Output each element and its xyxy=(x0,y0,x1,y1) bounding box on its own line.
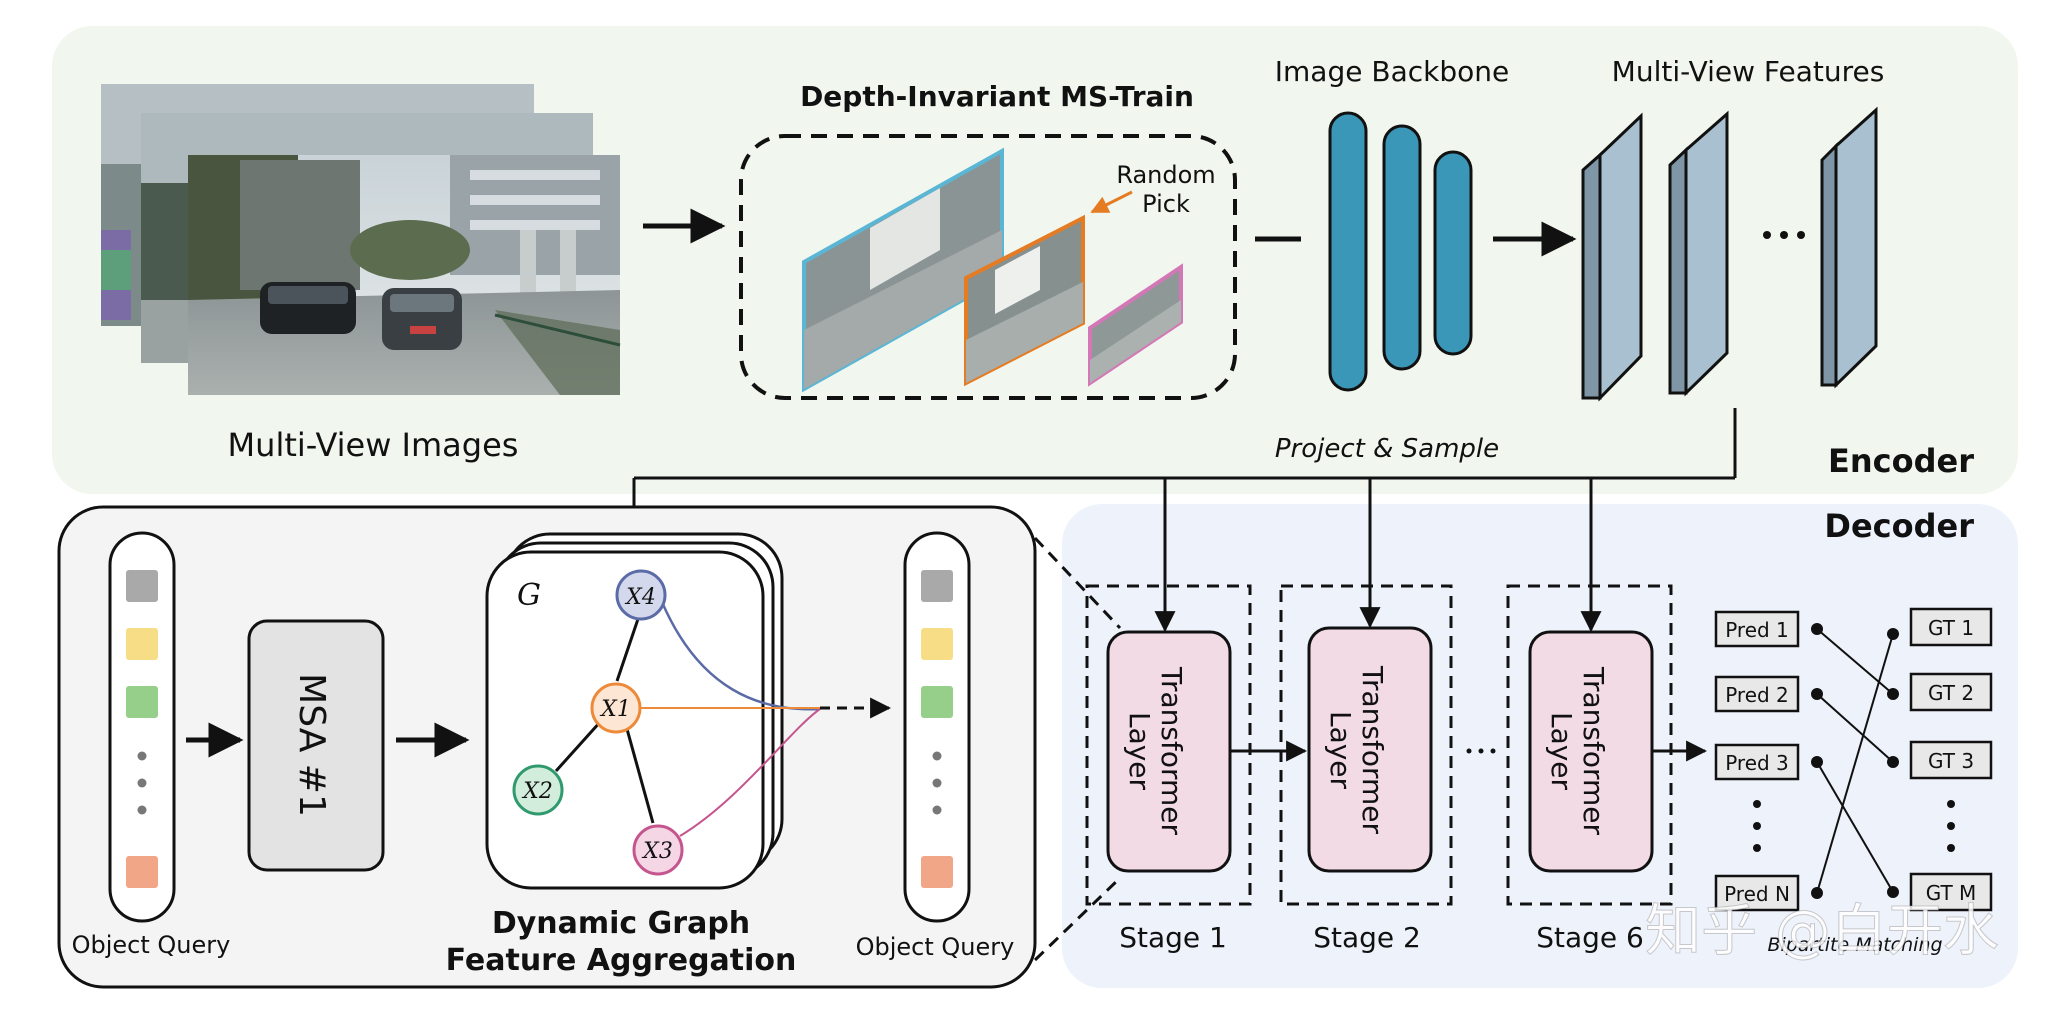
stage-1-label: Stage 1 xyxy=(1119,921,1227,954)
object-query-right xyxy=(903,531,971,923)
svg-text:X1: X1 xyxy=(599,697,631,722)
multi-view-images-label: Multi-View Images xyxy=(228,426,519,464)
project-sample-label: Project & Sample xyxy=(1275,434,1499,464)
pred-box-n: Pred N xyxy=(1714,874,1800,912)
random-pick-label-line1: Random xyxy=(1116,161,1215,189)
gt-box-1: GT 1 xyxy=(1909,607,1993,647)
stage-2-label: Stage 2 xyxy=(1313,921,1421,954)
decoder-panel: Decoder Transformer Layer Transformer La… xyxy=(1062,504,2018,988)
svg-text:Layer: Layer xyxy=(1324,711,1357,790)
msa-block: MSA #1 xyxy=(247,619,385,872)
ms-train-box xyxy=(739,134,1237,400)
graph-node-x1: X1 xyxy=(590,682,642,734)
multi-view-features-label: Multi-View Features xyxy=(1612,55,1885,88)
ms-train-title: Depth-Invariant MS-Train xyxy=(800,80,1194,113)
transformer-layer-1: Transformer Layer xyxy=(1106,630,1232,873)
transformer-layer-2: Transformer Layer xyxy=(1307,626,1433,873)
svg-text:Pred 3: Pred 3 xyxy=(1725,751,1789,775)
svg-text:X2: X2 xyxy=(521,779,553,804)
svg-text:GT 1: GT 1 xyxy=(1928,616,1974,640)
stage-6-label: Stage 6 xyxy=(1536,921,1644,954)
bipartite-matching-label: Bipartite Matching xyxy=(1767,934,1942,956)
bipartite-matching: Pred 1 Pred 2 Pred 3 Pred N GT 1 GT 2 xyxy=(1714,607,1993,956)
svg-text:Transformer: Transformer xyxy=(1577,666,1610,836)
watermark: 知乎 @白开水 xyxy=(1645,899,1999,964)
svg-text:GT M: GT M xyxy=(1926,881,1977,905)
svg-text:Transformer: Transformer xyxy=(1356,665,1389,835)
graph-node-x3: X3 xyxy=(632,824,684,876)
gt-box-2: GT 2 xyxy=(1909,672,1993,712)
scale-frame-medium xyxy=(964,214,1085,387)
svg-text:Layer: Layer xyxy=(1123,712,1156,791)
object-query-right-label: Object Query xyxy=(856,933,1015,961)
svg-text:Pred 2: Pred 2 xyxy=(1725,683,1789,707)
object-query-left xyxy=(108,531,176,923)
encoder-panel: Multi-View Images Depth-Invariant MS-Tra… xyxy=(52,26,2018,494)
gt-box-3: GT 3 xyxy=(1909,740,1993,780)
svg-text:X4: X4 xyxy=(624,585,656,610)
pred-box-1: Pred 1 xyxy=(1714,610,1800,648)
stage-2-box xyxy=(1279,584,1453,906)
ellipsis-between-stages xyxy=(1466,748,1496,754)
detail-panel: Object Query MSA #1 G X4 xyxy=(57,505,1037,989)
graph-node-x4: X4 xyxy=(615,569,667,621)
pred-box-2: Pred 2 xyxy=(1714,675,1800,713)
graph-title-line1: Dynamic Graph xyxy=(492,906,750,941)
scale-frame-small xyxy=(1088,263,1183,387)
graph-title-line2: Feature Aggregation xyxy=(446,943,797,978)
svg-text:X3: X3 xyxy=(641,839,673,864)
svg-text:Pred N: Pred N xyxy=(1724,882,1790,906)
stage-1-box xyxy=(1085,584,1252,906)
decoder-label: Decoder xyxy=(1824,507,1974,545)
multi-view-features xyxy=(1581,106,1878,402)
msa-label: MSA #1 xyxy=(291,673,332,817)
image-backbone xyxy=(1328,111,1473,392)
random-pick-label-line2: Pick xyxy=(1142,190,1190,218)
graph-label: G xyxy=(517,578,541,613)
transformer-layer-6: Transformer Layer xyxy=(1528,630,1654,873)
svg-text:Layer: Layer xyxy=(1545,712,1578,791)
zoom-line-top xyxy=(1033,536,1122,630)
scale-frame-large xyxy=(802,147,1004,393)
random-pick-arrow xyxy=(1090,190,1133,214)
graph-node-x2: X2 xyxy=(512,764,564,816)
svg-text:GT 3: GT 3 xyxy=(1928,749,1974,773)
camera-image-front xyxy=(188,155,621,395)
multi-view-images xyxy=(101,84,621,395)
object-query-left-label: Object Query xyxy=(72,931,231,959)
encoder-label: Encoder xyxy=(1828,442,1974,480)
svg-text:GT 2: GT 2 xyxy=(1928,681,1974,705)
svg-text:Transformer: Transformer xyxy=(1155,666,1188,836)
dynamic-graph: G X4 X1 X2 X3 xyxy=(485,532,892,890)
gt-box-m: GT M xyxy=(1909,872,1993,912)
image-backbone-label: Image Backbone xyxy=(1275,55,1509,88)
svg-text:Pred 1: Pred 1 xyxy=(1725,618,1789,642)
pred-box-3: Pred 3 xyxy=(1714,743,1800,781)
